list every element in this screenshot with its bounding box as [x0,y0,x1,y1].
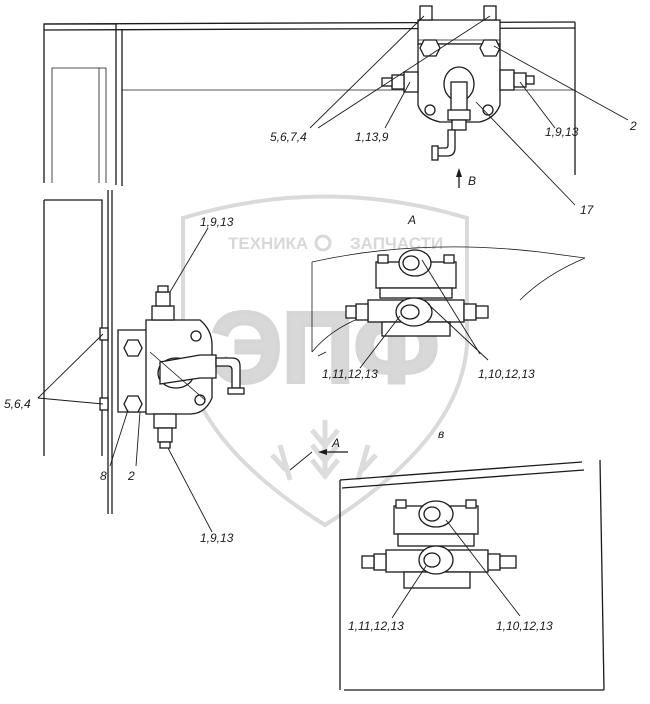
label-b-right: 1,10,12,13 [496,619,553,633]
label-left-8: 8 [100,469,107,483]
view-b: в 1,11,12,13 1,10,12,13 [339,427,605,691]
side-view: 1,9,13 5,6,4 8 2 1,9,13 [4,190,245,545]
view-a: А 1,11,12,13 1,10,12,13 А [289,213,586,471]
watermark: ТЕХНИКА ЗАПЧАСТИ ЭПФ [181,194,469,528]
label-part-17: 17 [580,203,595,217]
label-a-right: 1,10,12,13 [478,367,535,381]
label-top-left: 5,6,7,4 [270,130,307,144]
label-left-top: 1,9,13 [200,215,234,229]
label-left-2: 2 [127,469,135,483]
label-top-right: 1,9,13 [545,125,579,139]
label-view-b: в [438,427,444,441]
watermark-shield [181,194,469,528]
label-a-left: 1,11,12,13 [322,367,378,381]
watermark-monogram: ЭПФ [211,292,439,404]
label-arrow-b: В [468,174,476,188]
watermark-brand-left: ТЕХНИКА [228,234,308,253]
label-left-side: 5,6,4 [4,397,31,411]
label-arrow-a: А [331,436,340,450]
top-view: 5,6,7,4 1,13,9 1,9,13 2 В 17 [43,5,637,217]
label-b-left: 1,11,12,13 [348,619,404,633]
gear-icon [314,234,332,252]
label-top-mid: 1,13,9 [355,130,389,144]
label-top-far: 2 [629,119,637,133]
watermark-brand-right: ЗАПЧАСТИ [350,234,443,253]
label-left-bottom: 1,9,13 [200,531,234,545]
wheat-icon [270,420,378,481]
label-view-a: А [407,213,416,227]
